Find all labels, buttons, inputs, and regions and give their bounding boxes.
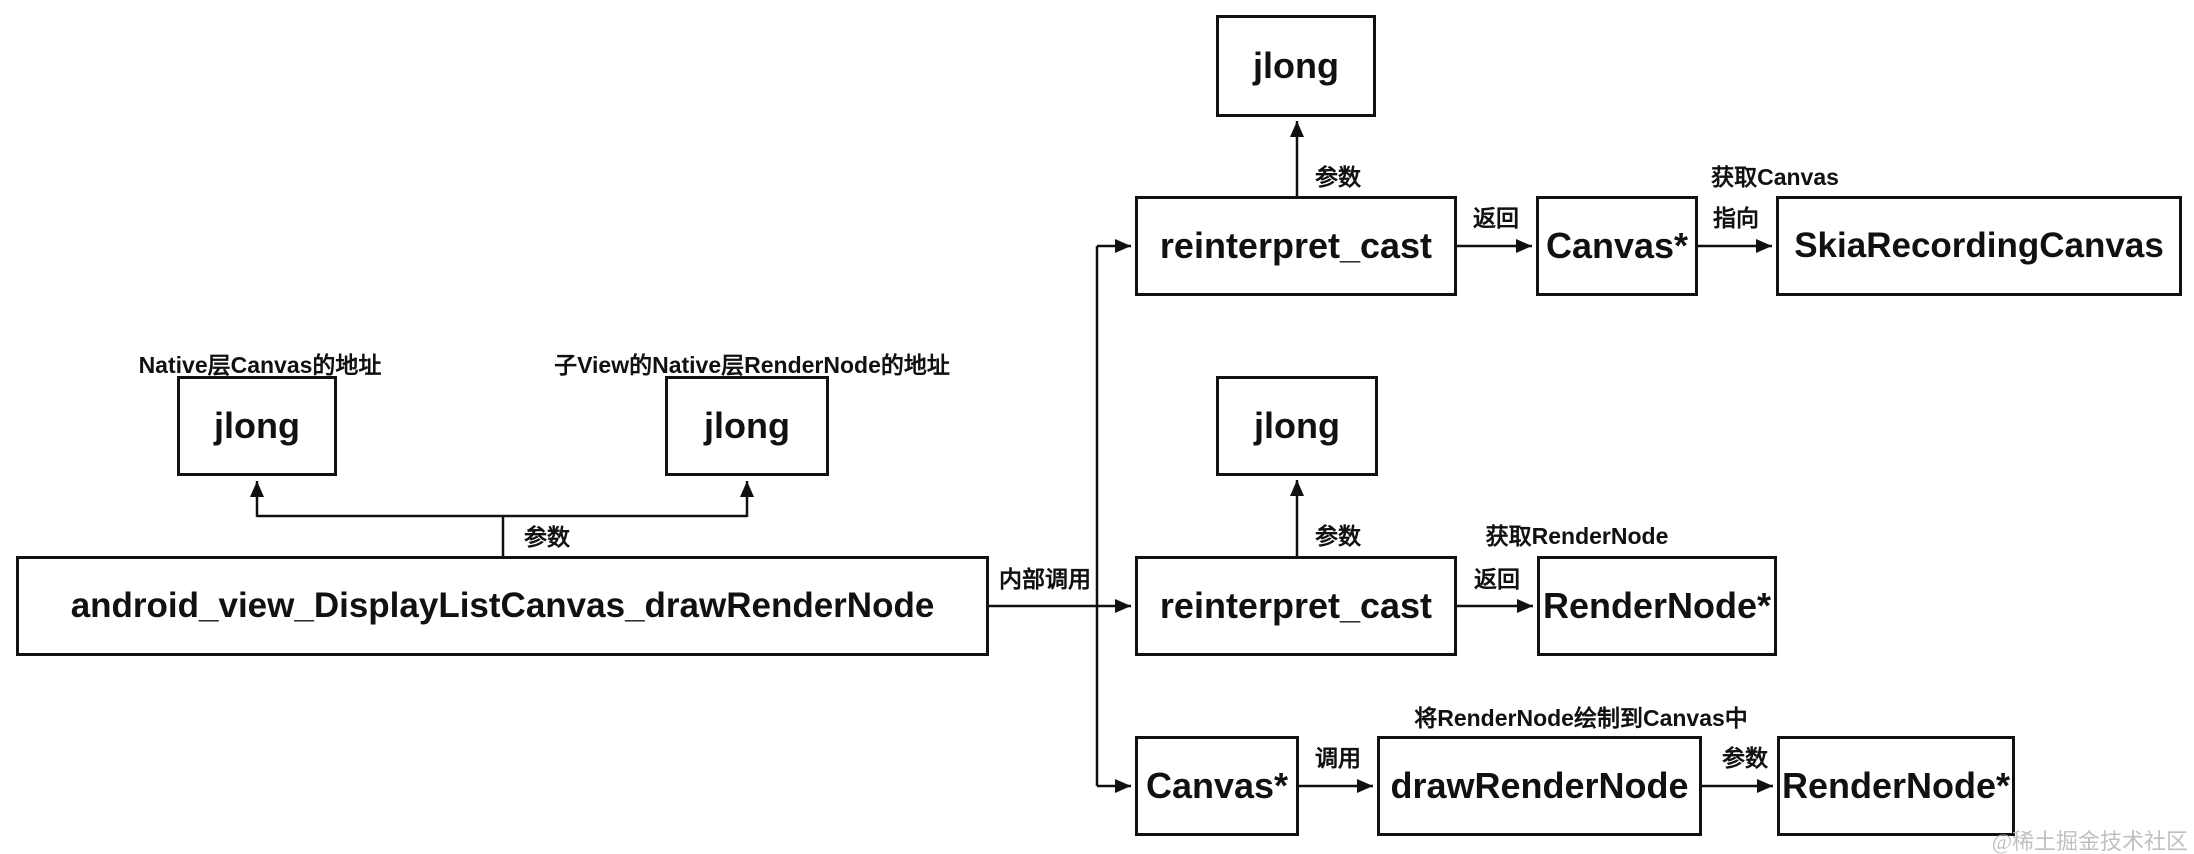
node-jlong-canvas-param: jlong xyxy=(177,376,337,476)
node-draw-rendernode: drawRenderNode xyxy=(1377,736,1702,836)
node-skia-recording-canvas: SkiaRecordingCanvas xyxy=(1776,196,2182,296)
edge-label-get-rendernode: 获取RenderNode xyxy=(1485,523,1669,549)
edge-label-get-canvas: 获取Canvas xyxy=(1711,164,1839,190)
node-jlong-top: jlong xyxy=(1216,15,1376,117)
node-reinterpret-cast-mid: reinterpret_cast xyxy=(1135,556,1457,656)
edge-label-internal-call: 内部调用 xyxy=(999,566,1091,592)
annotation-canvas-address: Native层Canvas的地址 xyxy=(138,352,382,378)
watermark: @稀土掘金技术社区 xyxy=(1991,829,2188,854)
edge-label-return-top: 返回 xyxy=(1473,205,1519,231)
edge-label-draw-note: 将RenderNode绘制到Canvas中 xyxy=(1414,705,1748,731)
node-reinterpret-cast-top: reinterpret_cast xyxy=(1135,196,1457,296)
edge-label-points-to: 指向 xyxy=(1713,205,1759,231)
node-rendernode-pointer-mid: RenderNode* xyxy=(1537,556,1777,656)
node-rendernode-pointer-bottom: RenderNode* xyxy=(1777,736,2015,836)
edge-label-param-mid: 参数 xyxy=(1315,523,1361,549)
node-jlong-mid: jlong xyxy=(1216,376,1378,476)
edge-label-param-left: 参数 xyxy=(524,524,570,550)
edge-label-param-top: 参数 xyxy=(1315,164,1361,190)
node-canvas-pointer-bottom: Canvas* xyxy=(1135,736,1299,836)
annotation-rendernode-address: 子View的Native层RenderNode的地址 xyxy=(554,352,950,378)
edge-label-call: 调用 xyxy=(1315,745,1361,771)
node-canvas-pointer-top: Canvas* xyxy=(1536,196,1698,296)
node-main-function: android_view_DisplayListCanvas_drawRende… xyxy=(16,556,989,656)
node-jlong-rendernode-param: jlong xyxy=(665,376,829,476)
edge-label-return-mid: 返回 xyxy=(1474,566,1520,592)
edge-label-param-bottom: 参数 xyxy=(1722,745,1768,771)
